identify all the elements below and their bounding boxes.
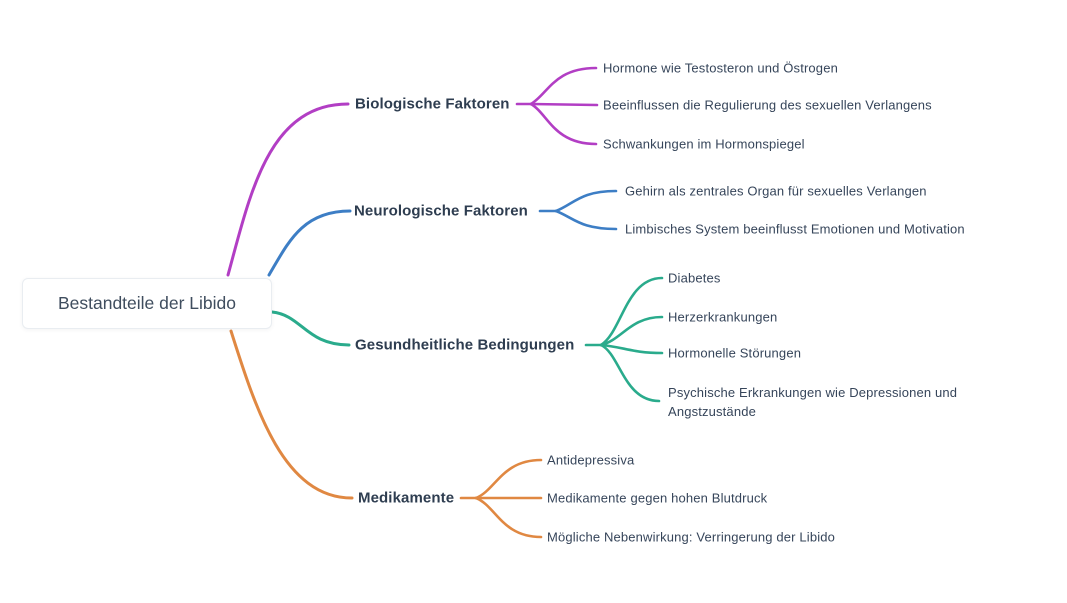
- connector-gesundheitliche-child-1: [599, 276, 664, 347]
- child-node[interactable]: Psychische Erkrankungen wie Depressionen…: [668, 385, 958, 419]
- child-node[interactable]: Beeinflussen die Regulierung des sexuell…: [603, 97, 932, 113]
- child-node[interactable]: Schwankungen im Hormonspiegel: [603, 136, 805, 152]
- child-node[interactable]: Hormonelle Störungen: [668, 345, 802, 361]
- child-node[interactable]: Gehirn als zentrales Organ für sexuelles…: [625, 183, 927, 199]
- connector-gesundheitliche-child-4: [599, 343, 661, 403]
- connector-medikamente-child-3: [474, 496, 543, 539]
- branch-node-medikamente[interactable]: Medikamente: [358, 489, 455, 507]
- connector-gesundheitliche-child-2: [599, 315, 664, 347]
- connector-root-biologische: [226, 102, 350, 277]
- connector-root-neurologische: [267, 209, 352, 277]
- child-node[interactable]: Limbisches System beeinflusst Emotionen …: [625, 221, 965, 237]
- connector-gesundheitliche-child-3: [599, 343, 664, 355]
- connector-neurologische-child-1: [554, 189, 618, 213]
- child-node[interactable]: Mögliche Nebenwirkung: Verringerung der …: [547, 529, 836, 545]
- branch-node-neurologische-faktoren[interactable]: Neurologische Faktoren: [354, 202, 528, 220]
- child-node[interactable]: Hormone wie Testosteron und Östrogen: [603, 60, 838, 76]
- child-node[interactable]: Herzerkrankungen: [668, 309, 778, 325]
- connector-neurologische-child-2: [554, 209, 618, 231]
- branch-node-gesundheitliche-bedingungen[interactable]: Gesundheitliche Bedingungen: [355, 336, 575, 354]
- connector-root-gesundheitliche: [270, 310, 351, 347]
- connector-biologische-child-1: [529, 66, 598, 106]
- connector-biologische-child-3: [529, 102, 598, 146]
- child-node[interactable]: Antidepressiva: [547, 452, 635, 468]
- connector-medikamente-child-1: [474, 458, 543, 500]
- branch-node-biologische-faktoren[interactable]: Biologische Faktoren: [355, 95, 510, 113]
- connector-biologische-child-2: [529, 102, 599, 107]
- root-node[interactable]: Bestandteile der Libido: [22, 278, 272, 329]
- connector-root-medikamente: [229, 329, 354, 500]
- child-node[interactable]: Diabetes: [668, 270, 721, 286]
- child-node[interactable]: Medikamente gegen hohen Blutdruck: [547, 490, 768, 506]
